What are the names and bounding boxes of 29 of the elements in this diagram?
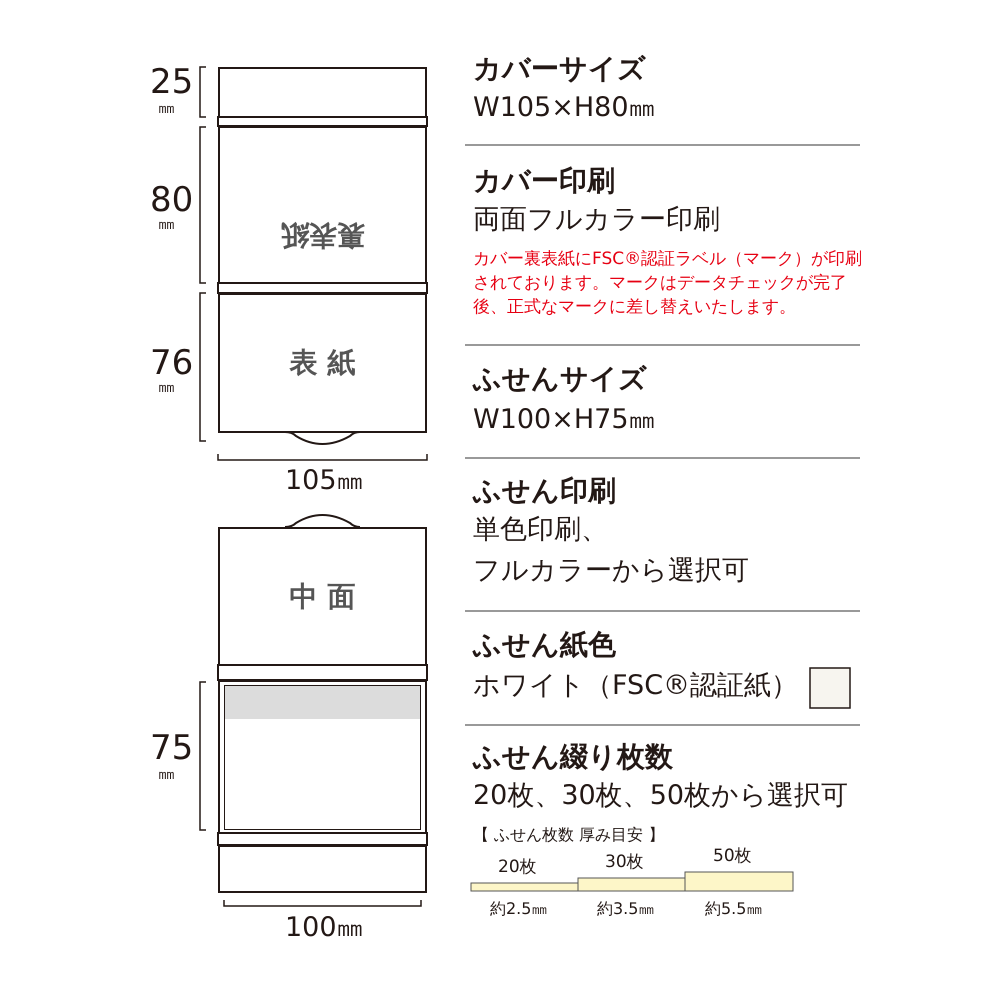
spec-heading: カバーサイズ bbox=[473, 52, 646, 86]
panel-title: 中 面 bbox=[290, 578, 356, 614]
spec-value: 20枚 bbox=[498, 857, 537, 878]
spec-value: 【 ふせん枚数 厚み目安 】 bbox=[473, 825, 664, 844]
spec-value: 両面フルカラー印刷 bbox=[473, 204, 720, 236]
spec-value: 単色印刷、 bbox=[473, 514, 608, 546]
spec-value: W100×H75㎜ bbox=[473, 404, 656, 436]
spec-value: フルカラーから選択可 bbox=[473, 555, 749, 588]
dimension-label: 100㎜ bbox=[285, 912, 364, 944]
spec-heading: カバー印刷 bbox=[473, 164, 615, 198]
spec-value: 30枚 bbox=[605, 852, 644, 872]
spec-heading: ふせん綴り枚数 bbox=[473, 740, 673, 774]
spec-heading: ふせん紙色 bbox=[473, 628, 616, 662]
panel-title: 表 紙 bbox=[290, 345, 356, 381]
spec-value: ホワイト（FSC®認証紙） bbox=[473, 670, 798, 702]
spec-heading: ふせんサイズ bbox=[473, 362, 647, 396]
spec-heading: ふせん印刷 bbox=[473, 474, 616, 508]
dimension-label: 105㎜ bbox=[285, 465, 364, 498]
panel-title: 裏表紙 bbox=[280, 218, 364, 254]
back-cover-panel bbox=[218, 126, 427, 284]
cover-flap-panel bbox=[218, 67, 427, 118]
spec-value: 50枚 bbox=[713, 846, 752, 866]
spec-value: 約3.5㎜ bbox=[597, 899, 654, 918]
notice-text: カバー裏表紙にFSC®認証ラベル（マーク）が印刷されております。マークはデータチェックが完了後、正式なマークに差し替えいたします。 bbox=[473, 248, 863, 319]
spec-value: W105×H80㎜ bbox=[473, 92, 656, 124]
spec-value: 20枚、30枚、50枚から選択可 bbox=[473, 780, 848, 812]
spec-value: 約2.5㎜ bbox=[490, 899, 548, 918]
sticky-flap-panel bbox=[218, 845, 427, 893]
spec-value: 約5.5㎜ bbox=[705, 899, 762, 918]
